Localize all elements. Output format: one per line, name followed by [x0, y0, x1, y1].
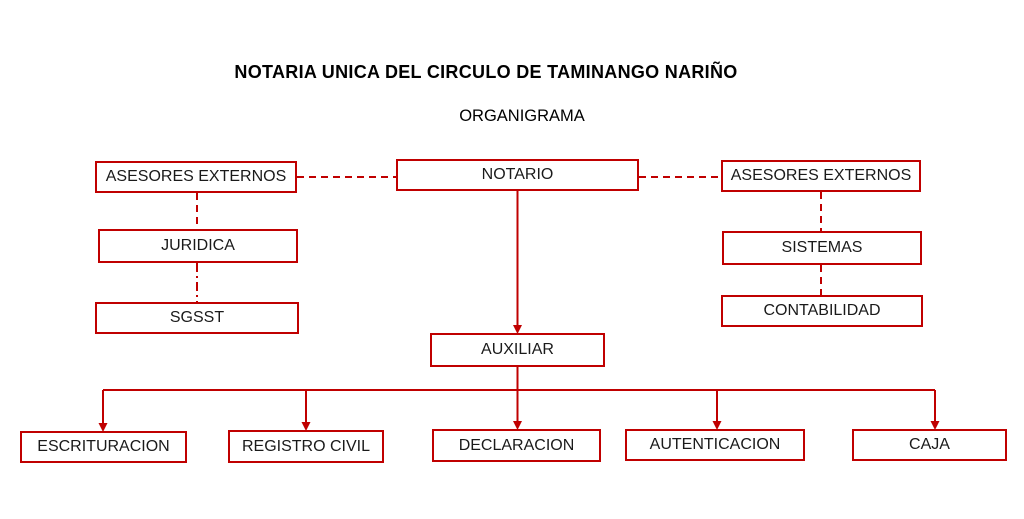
node-asesores-externos-right: ASESORES EXTERNOS: [721, 160, 921, 192]
node-juridica: JURIDICA: [98, 229, 298, 263]
node-sgsst: SGSST: [95, 302, 299, 334]
node-notario: NOTARIO: [396, 159, 639, 191]
node-caja: CAJA: [852, 429, 1007, 461]
node-auxiliar: AUXILIAR: [430, 333, 605, 367]
node-contabilidad: CONTABILIDAD: [721, 295, 923, 327]
page-subtitle: ORGANIGRAMA: [459, 107, 585, 125]
node-registro-civil: REGISTRO CIVIL: [228, 430, 384, 463]
node-escrituracion: ESCRITURACION: [20, 431, 187, 463]
node-declaracion: DECLARACION: [432, 429, 601, 462]
page-title: NOTARIA UNICA DEL CIRCULO DE TAMINANGO N…: [234, 62, 738, 82]
node-asesores-externos-left: ASESORES EXTERNOS: [95, 161, 297, 193]
node-autenticacion: AUTENTICACION: [625, 429, 805, 461]
node-sistemas: SISTEMAS: [722, 231, 922, 265]
